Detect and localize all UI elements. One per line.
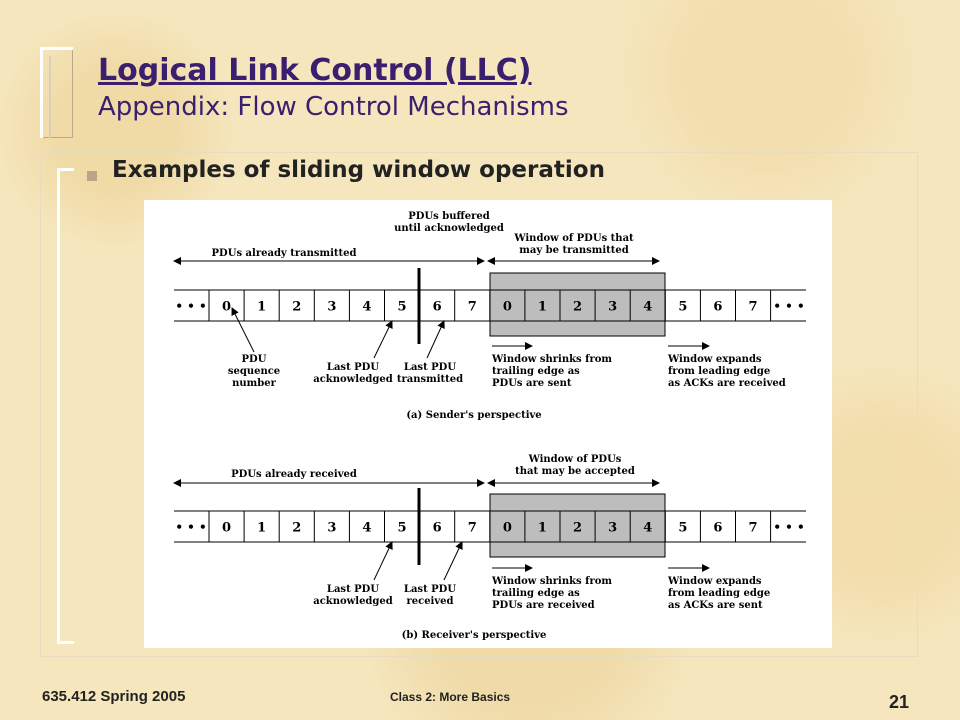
receiver-seq-number: 2 <box>292 521 301 536</box>
sender-last-tx-2: transmitted <box>397 374 463 385</box>
sender-seq-number: 6 <box>713 300 722 315</box>
sender-seq-number: 0 <box>503 300 512 315</box>
sender-panel: PDUs buffered until acknowledged Window … <box>173 211 806 421</box>
receiver-seq-number: 5 <box>398 521 407 536</box>
receiver-expand-3: as ACKs are sent <box>668 600 763 611</box>
receiver-received-label: PDUs already received <box>231 469 357 480</box>
receiver-seq-number: 0 <box>222 521 231 536</box>
title-bracket-decoration <box>40 47 73 138</box>
sender-window-label-2: may be transmitted <box>519 245 628 256</box>
sender-buffered-label-1: PDUs buffered <box>408 211 489 222</box>
receiver-last-rx-1: Last PDU <box>404 584 456 595</box>
sender-last-ack-2: acknowledged <box>313 374 393 385</box>
receiver-seq-number: 6 <box>713 521 722 536</box>
receiver-left-ellipsis: • • • <box>175 520 206 534</box>
sender-seq-number: 7 <box>749 300 758 315</box>
sender-seq-number: 0 <box>222 300 231 315</box>
sender-seq-label-2: sequence <box>228 366 280 377</box>
sender-seq-number: 4 <box>643 300 652 315</box>
bullet-square-icon <box>87 171 97 181</box>
sender-seq-number: 1 <box>538 300 547 315</box>
receiver-right-ellipsis: • • • <box>773 520 804 534</box>
sender-last-ack-1: Last PDU <box>327 362 379 373</box>
slide-subtitle: Appendix: Flow Control Mechanisms <box>98 92 569 122</box>
sender-shrink-1: Window shrinks from <box>491 354 612 365</box>
receiver-expand-1: Window expands <box>667 576 762 587</box>
content-frame <box>40 152 918 657</box>
sender-caption: (a) Sender's perspective <box>406 410 541 421</box>
receiver-seq-number: 0 <box>503 521 512 536</box>
receiver-last-rx-2: received <box>406 596 453 607</box>
receiver-shrink-2: trailing edge as <box>492 588 580 599</box>
receiver-seq-number: 2 <box>573 521 582 536</box>
sender-seq-label-3: number <box>232 378 276 389</box>
sender-seq-number: 2 <box>573 300 582 315</box>
sender-buffered-label-2: until acknowledged <box>394 223 504 234</box>
sender-transmitted-label: PDUs already transmitted <box>212 248 357 259</box>
receiver-window-label-1: Window of PDUs <box>528 454 622 465</box>
sender-right-ellipsis: • • • <box>773 299 804 313</box>
sender-last-tx-1: Last PDU <box>404 362 456 373</box>
bullet-text: Examples of sliding window operation <box>112 157 605 183</box>
footer-course: 635.412 Spring 2005 <box>42 688 186 705</box>
sender-shrink-2: trailing edge as <box>492 366 580 377</box>
receiver-seq-number: 4 <box>362 521 371 536</box>
receiver-last-ack-1: Last PDU <box>327 584 379 595</box>
content-bracket-decoration <box>57 168 74 644</box>
sender-expand-3: as ACKs are received <box>668 378 786 389</box>
receiver-caption: (b) Receiver's perspective <box>402 630 547 641</box>
receiver-window-label-2: that may be accepted <box>515 466 635 477</box>
sender-seq-number: 7 <box>468 300 477 315</box>
sender-seq-number: 5 <box>678 300 687 315</box>
receiver-seq-number: 7 <box>468 521 477 536</box>
receiver-seq-number: 3 <box>608 521 617 536</box>
receiver-shrink-1: Window shrinks from <box>491 576 612 587</box>
sender-seq-number: 3 <box>608 300 617 315</box>
receiver-sequence-cells: 0 1 2 3 4 5 6 7 0 1 2 3 4 5 6 7 <box>208 511 772 542</box>
receiver-seq-number: 1 <box>538 521 547 536</box>
receiver-seq-number: 5 <box>678 521 687 536</box>
sender-expand-1: Window expands <box>667 354 762 365</box>
receiver-seq-number: 3 <box>327 521 336 536</box>
sender-seq-number: 5 <box>398 300 407 315</box>
receiver-panel: Window of PDUs that may be accepted PDUs… <box>173 454 806 641</box>
sender-left-ellipsis: • • • <box>175 299 206 313</box>
receiver-expand-2: from leading edge <box>668 588 770 599</box>
sender-expand-2: from leading edge <box>668 366 770 377</box>
sender-window-label-1: Window of PDUs that <box>513 233 634 244</box>
receiver-shrink-3: PDUs are received <box>492 600 595 611</box>
sliding-window-diagram: PDUs buffered until acknowledged Window … <box>173 211 806 641</box>
receiver-seq-number: 1 <box>257 521 266 536</box>
sliding-window-figure: PDUs buffered until acknowledged Window … <box>144 200 832 648</box>
sender-sequence-cells: 0 1 2 3 4 5 6 7 0 1 2 3 4 5 6 7 <box>208 290 772 321</box>
sender-seq-number: 6 <box>433 300 442 315</box>
footer-class: Class 2: More Basics <box>390 690 511 704</box>
sender-seq-number: 2 <box>292 300 301 315</box>
receiver-seq-number: 6 <box>433 521 442 536</box>
slide-title: Logical Link Control (LLC) <box>98 53 532 88</box>
sender-seq-number: 4 <box>362 300 371 315</box>
receiver-seq-number: 4 <box>643 521 652 536</box>
sender-seq-number: 1 <box>257 300 266 315</box>
receiver-seq-number: 7 <box>749 521 758 536</box>
receiver-last-ack-2: acknowledged <box>313 596 393 607</box>
sender-seq-number: 3 <box>327 300 336 315</box>
title-block: Logical Link Control (LLC) Appendix: Flo… <box>98 52 918 124</box>
sender-seq-label-1: PDU <box>242 354 267 365</box>
sender-shrink-3: PDUs are sent <box>492 378 572 389</box>
page-number: 21 <box>889 692 910 712</box>
